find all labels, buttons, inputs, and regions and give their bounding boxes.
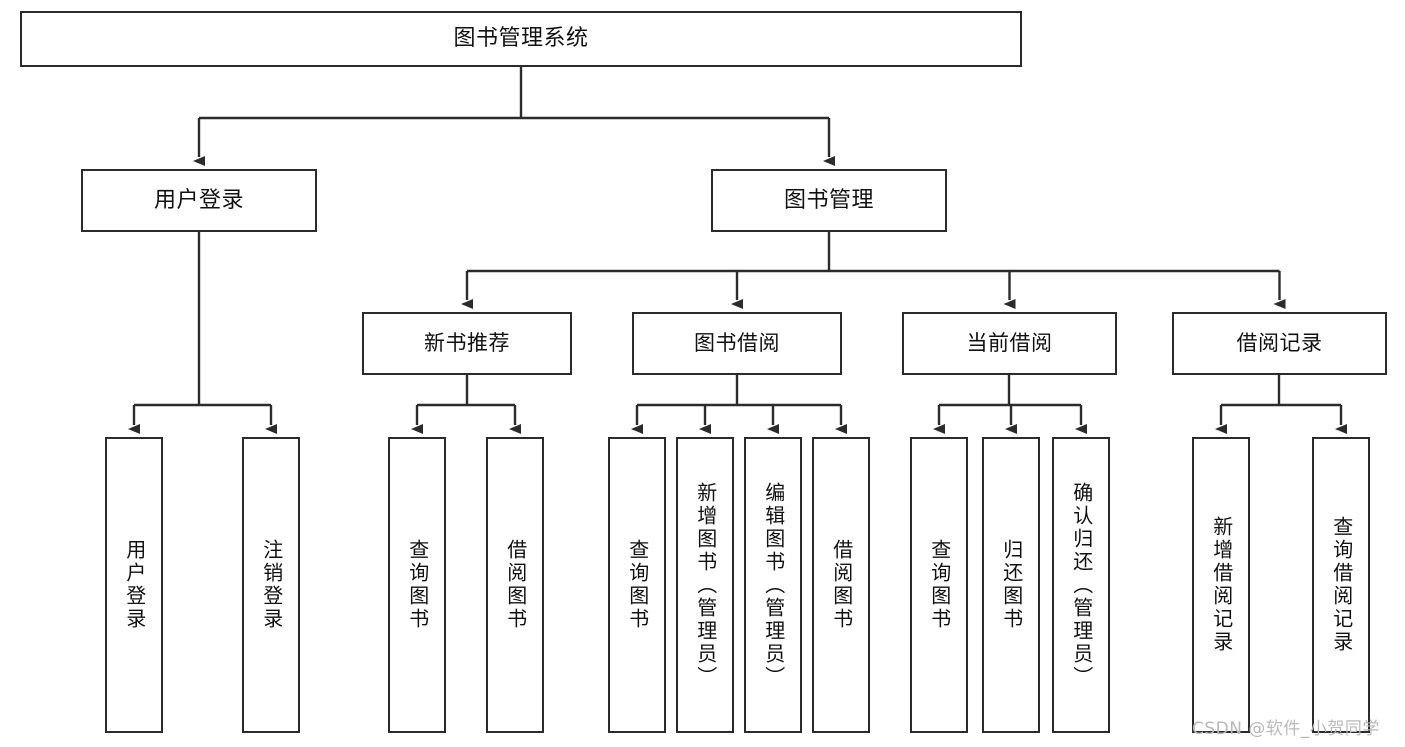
node-leaf-query-record-label: 查询借阅记录: [1329, 516, 1354, 654]
node-leaf-user-logout-label: 注销登录: [259, 539, 284, 631]
node-book-borrow[interactable]: 图书借阅: [632, 312, 842, 375]
node-leaf-user-login-label: 用户登录: [122, 539, 147, 631]
csdn-watermark: CSDN @软件_小贺同学: [1192, 719, 1380, 739]
node-leaf-query-book-2-label: 查询图书: [625, 539, 650, 631]
node-leaf-borrow-book-2[interactable]: 借阅图书: [812, 437, 870, 733]
node-current-borrow[interactable]: 当前借阅: [902, 312, 1117, 375]
node-current-borrow-label: 当前借阅: [966, 331, 1053, 356]
node-leaf-query-book-1[interactable]: 查询图书: [388, 437, 446, 733]
node-leaf-query-book-3[interactable]: 查询图书: [910, 437, 968, 733]
node-book-manage-label: 图书管理: [783, 187, 874, 213]
node-leaf-confirm-return-label: 确认归还（管理员）: [1069, 481, 1094, 689]
node-leaf-confirm-return[interactable]: 确认归还（管理员）: [1052, 437, 1110, 733]
node-book-borrow-label: 图书借阅: [694, 331, 780, 356]
node-user-login-label: 用户登录: [153, 187, 244, 213]
node-leaf-add-book[interactable]: 新增图书（管理员）: [676, 437, 734, 733]
node-leaf-query-book-1-label: 查询图书: [405, 539, 430, 631]
node-leaf-user-login[interactable]: 用户登录: [105, 437, 163, 733]
node-leaf-borrow-book-2-label: 借阅图书: [829, 539, 854, 631]
node-leaf-query-record[interactable]: 查询借阅记录: [1312, 437, 1370, 733]
node-leaf-user-logout[interactable]: 注销登录: [242, 437, 300, 733]
node-leaf-add-record-label: 新增借阅记录: [1209, 516, 1234, 654]
node-borrow-record[interactable]: 借阅记录: [1172, 312, 1387, 375]
node-leaf-edit-book-label: 编辑图书（管理员）: [761, 481, 786, 689]
node-root-label: 图书管理系统: [453, 26, 589, 52]
node-leaf-return-book[interactable]: 归还图书: [982, 437, 1040, 733]
node-user-login[interactable]: 用户登录: [81, 169, 317, 232]
node-root[interactable]: 图书管理系统: [20, 11, 1022, 67]
node-leaf-query-book-3-label: 查询图书: [927, 539, 952, 631]
node-book-manage[interactable]: 图书管理: [711, 169, 947, 232]
node-leaf-return-book-label: 归还图书: [999, 539, 1024, 631]
node-leaf-add-record[interactable]: 新增借阅记录: [1192, 437, 1250, 733]
node-leaf-borrow-book-1-label: 借阅图书: [503, 539, 528, 631]
node-leaf-edit-book[interactable]: 编辑图书（管理员）: [744, 437, 802, 733]
node-borrow-record-label: 借阅记录: [1236, 331, 1323, 356]
node-leaf-borrow-book-1[interactable]: 借阅图书: [486, 437, 544, 733]
node-leaf-query-book-2[interactable]: 查询图书: [608, 437, 666, 733]
node-leaf-add-book-label: 新增图书（管理员）: [693, 481, 718, 689]
node-new-book-rec[interactable]: 新书推荐: [362, 312, 572, 375]
node-new-book-rec-label: 新书推荐: [424, 331, 510, 356]
